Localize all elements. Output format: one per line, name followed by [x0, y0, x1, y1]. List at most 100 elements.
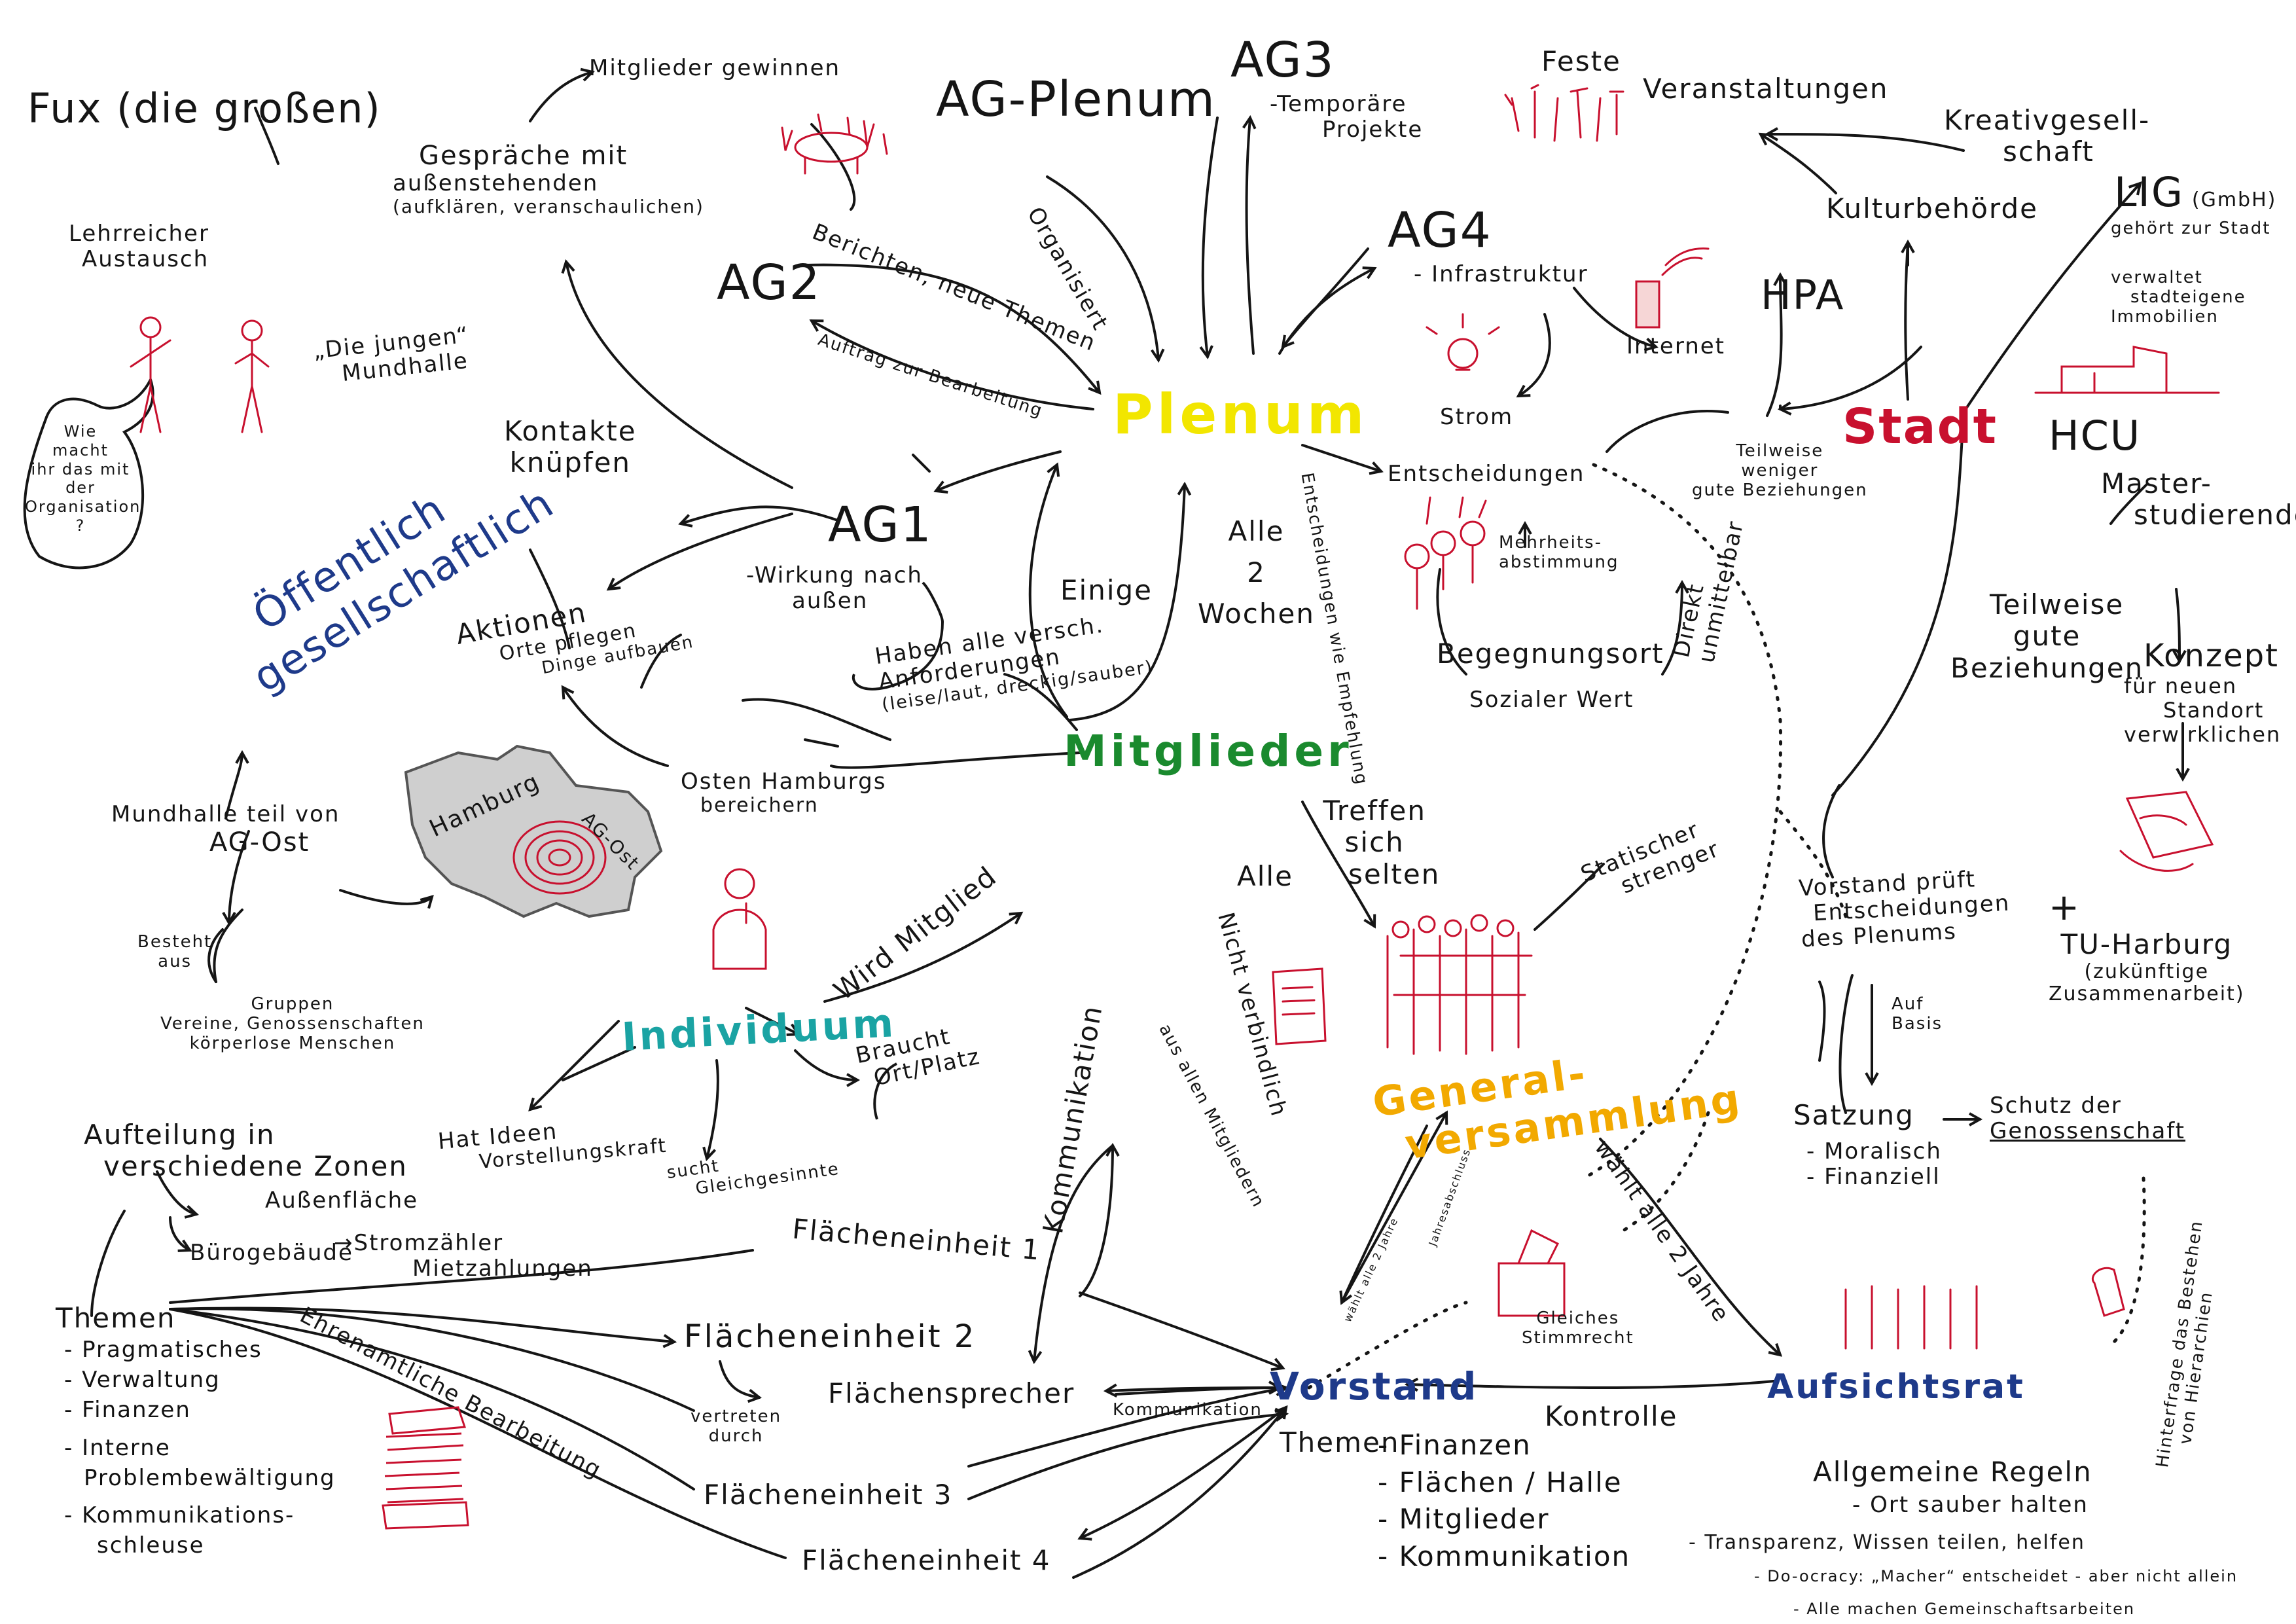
hamburg-map-icon [404, 744, 663, 918]
flaecheneinheit-2-node[interactable]: Flächeneinheit 2 [684, 1318, 977, 1355]
auf-basis-label: Auf Basis [1892, 994, 1943, 1034]
ag1-label: AG1 [828, 497, 933, 553]
satzung-items: - Moralisch - Finanziell [1806, 1138, 1942, 1191]
kontrolle-label: Kontrolle [1545, 1400, 1678, 1432]
ag-plenum-label: AG-Plenum [936, 71, 1216, 128]
regel-item-1: - Ort sauber halten [1852, 1492, 2089, 1518]
gespraeche-label: Gespräche mit außenstehenden (aufklären,… [393, 141, 704, 218]
vorstand-prueft-label: Vorstand prüft Entscheidungen des Plenum… [1798, 866, 2011, 953]
flaecheneinheit-3-node[interactable]: Flächeneinheit 3 [704, 1479, 953, 1511]
infrastruktur-label: - Infrastruktur [1414, 261, 1588, 287]
hpa-label: HPA [1761, 271, 1845, 319]
buerogebaeude-label: Bürogebäude [190, 1240, 353, 1266]
speech-bubble-text: Wie macht ihr das mit der Organisation ? [25, 422, 141, 535]
einige-label: Einige [1060, 574, 1153, 606]
themen-left-title: Themen [56, 1302, 176, 1334]
fux-label: Fux (die großen) [27, 84, 382, 132]
people-voting-icon [1404, 496, 1487, 610]
strom-label: Strom [1440, 404, 1514, 430]
teilweise-weniger-label: Teilweise weniger gute Beziehungen [1692, 441, 1868, 500]
handshake-document-icon [2119, 791, 2214, 872]
mitglieder-node[interactable]: Mitglieder [1064, 726, 1353, 776]
regel-item-2: - Transparenz, Wissen teilen, helfen [1689, 1531, 2085, 1554]
list-item: - Finanzen [64, 1396, 191, 1423]
vorstand-themen-list: - Finanzen - Flächen / Halle - Mitgliede… [1378, 1427, 1630, 1576]
group-icon [1844, 1285, 1978, 1350]
ag1-description: -Wirkung nach außen [746, 562, 923, 615]
list-item: - Verwaltung [64, 1366, 221, 1393]
lightbulb-icon [1426, 313, 1500, 371]
contract-document-icon [1272, 967, 1327, 1045]
ag4-label: AG4 [1388, 202, 1492, 259]
kulturbehoerde-label: Kulturbehörde [1826, 192, 2038, 225]
tu-harburg-label: + TU-Harburg (zukünftige Zusammenarbeit) [2049, 886, 2245, 1006]
building-icon [2034, 346, 2220, 394]
osten-hamburgs-label: Osten Hamburgs bereichern [681, 768, 887, 818]
hcu-label: HCU [2049, 412, 2142, 460]
teilweise-gute-label: Teilweise gute Beziehungen [1950, 588, 2144, 684]
list-item: - Flächen / Halle [1378, 1466, 1623, 1498]
konzept-label: Konzept für neuen Standort verwirklichen [2124, 638, 2282, 747]
mitglieder-gewinnen-label: Mitglieder gewinnen [589, 55, 841, 81]
alle-2-wochen-label: Alle 2 Wochen [1198, 515, 1315, 630]
list-item: schleuse [97, 1532, 205, 1559]
list-item: - Finanzen [1378, 1429, 1532, 1461]
aussenflaeche-label: Außenfläche [265, 1187, 419, 1214]
kreativgesellschaft-label: Kreativgesell- schaft [1944, 104, 2151, 168]
stromzaehler-label: →Stromzähler Mietzahlungen [334, 1230, 593, 1282]
schutz-label: Schutz der Genossenschaft [1990, 1092, 2186, 1145]
crowd-celebrating-icon [1504, 84, 1624, 142]
gleiches-stimmrecht-label: Gleiches Stimmrecht [1522, 1308, 1634, 1348]
list-item: - Kommunikations- [64, 1502, 295, 1529]
ag3-label: AG3 [1230, 32, 1335, 88]
aufsichtsrat-node[interactable]: Aufsichtsrat [1767, 1367, 2025, 1407]
lig-description-1: gehört zur Stadt [2111, 219, 2271, 238]
paper-stack-icon [382, 1406, 469, 1530]
flaechensprecher-node[interactable]: Flächensprecher [828, 1377, 1075, 1409]
besteht-aus-label: Besteht aus [137, 932, 213, 971]
alle-label: Alle [1237, 860, 1293, 892]
vorstand-node[interactable]: Vorstand [1270, 1364, 1479, 1409]
lehrreicher-austausch-label: Lehrreicher Austausch [69, 221, 209, 273]
themen-left-list: - Pragmatisches - Verwaltung - Finanzen … [64, 1335, 336, 1561]
list-item: - Pragmatisches [64, 1337, 262, 1363]
vorstand-themen-title: Themen [1280, 1426, 1400, 1458]
speech-bubble [23, 376, 154, 569]
sozialer-wert-label: Sozialer Wert [1469, 687, 1634, 713]
thinking-person-icon [712, 868, 767, 970]
feste-label: Feste [1541, 45, 1621, 77]
begegnungsort-label: Begegnungsort [1437, 638, 1664, 670]
plenum-node[interactable]: Plenum [1113, 382, 1369, 446]
dotted-lines [1307, 463, 2146, 1390]
mehrheitsabstimmung-label: Mehrheits- abstimmung [1499, 533, 1619, 572]
veranstaltungen-label: Veranstaltungen [1643, 73, 1889, 105]
ballot-box-icon [1498, 1229, 1566, 1317]
list-item: Problembewältigung [84, 1464, 336, 1491]
regel-item-3: - Do-ocracy: „Macher“ entscheidet - aber… [1754, 1567, 2238, 1585]
internet-label: Internet [1626, 333, 1726, 359]
treffen-sich-selten-label: Treffen sich selten [1323, 795, 1441, 890]
raised-fist-icon [2091, 1267, 2125, 1317]
ag3-description: -Temporäre Projekte [1270, 91, 1424, 143]
people-talking-icon [130, 316, 270, 433]
master-label: Master- studierende [2101, 467, 2296, 532]
ag2-label: AG2 [717, 255, 821, 311]
list-item: - Mitglieder [1378, 1503, 1550, 1536]
entscheidungen-label: Entscheidungen [1388, 461, 1585, 487]
lig-label: LIG(GmbH) [2114, 168, 2277, 216]
kommunikation-horizontal-label: Kommunikation [1113, 1400, 1263, 1420]
lig-description-2: verwaltet stadteigene Immobilien [2111, 268, 2246, 327]
wifi-router-icon [1635, 247, 1710, 329]
list-item: - Kommunikation [1378, 1540, 1631, 1573]
vertreten-durch-label: vertreten durch [691, 1407, 782, 1446]
flaecheneinheit-4-node[interactable]: Flächeneinheit 4 [802, 1544, 1051, 1576]
satzung-label: Satzung [1793, 1099, 1914, 1131]
kontakte-label: Kontakte knüpfen [504, 415, 637, 479]
stadt-node[interactable]: Stadt [1842, 399, 1998, 455]
mundhalle-teil-label: Mundhalle teil von AG-Ost [111, 801, 340, 858]
list-item: - Interne [64, 1434, 171, 1461]
meeting-table-icon [781, 113, 888, 175]
gruppen-label: Gruppen Vereine, Genossenschaften körper… [160, 994, 425, 1053]
allgemeine-regeln-title: Allgemeine Regeln [1813, 1456, 2092, 1488]
